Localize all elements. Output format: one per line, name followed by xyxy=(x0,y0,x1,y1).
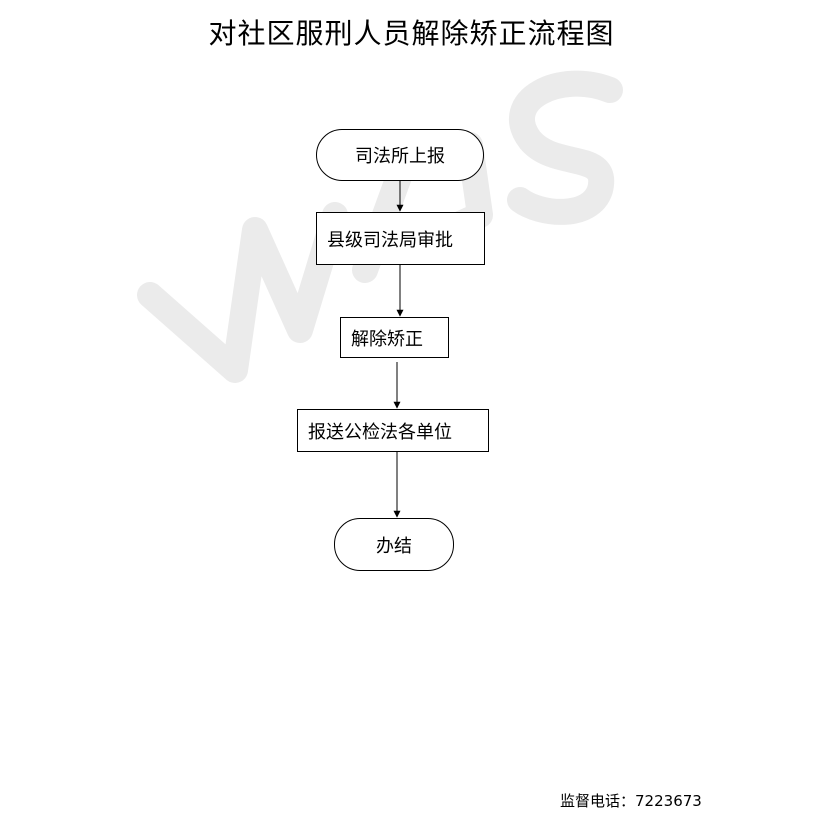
node-release-label: 解除矫正 xyxy=(351,328,423,350)
node-notify-label: 报送公检法各单位 xyxy=(308,421,452,443)
node-county-review: 县级司法局审批 xyxy=(316,212,485,265)
node-done: 办结 xyxy=(334,518,454,571)
hotline-label: 监督电话： xyxy=(560,792,636,810)
supervision-hotline: 监督电话：7223673 xyxy=(560,790,702,811)
page-title: 对社区服刑人员解除矫正流程图 xyxy=(208,17,615,50)
node-report: 司法所上报 xyxy=(316,129,484,181)
node-report-label: 司法所上报 xyxy=(355,146,445,167)
node-done-label: 办结 xyxy=(376,535,412,557)
node-county-review-label: 县级司法局审批 xyxy=(327,229,453,251)
hotline-number: 7223673 xyxy=(635,792,702,810)
node-notify: 报送公检法各单位 xyxy=(297,409,489,452)
node-release: 解除矫正 xyxy=(340,317,449,358)
